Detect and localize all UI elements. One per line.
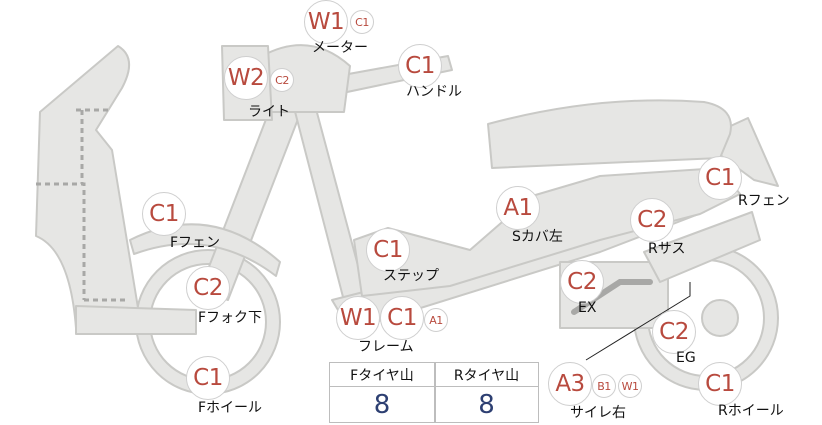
label-r-wheel: Rホイール	[718, 403, 784, 419]
leg-shield	[35, 45, 141, 329]
label-meter: メーター	[312, 40, 368, 56]
frame-tube	[291, 93, 373, 325]
front-tread-value[interactable]: 8	[373, 389, 391, 420]
code-frame-0: W1	[336, 296, 380, 340]
code-exhaust-0: C2	[560, 260, 604, 304]
code-engine-0: C2	[652, 310, 696, 354]
code-r-wheel-0: C1	[698, 362, 742, 406]
label-r-fender: Rフェン	[738, 193, 790, 209]
code-f-fender-0: C1	[142, 192, 186, 236]
seat	[487, 99, 732, 169]
label-f-fork-lower: Fフォク下	[198, 310, 263, 326]
seam-cowl-mid	[36, 182, 86, 300]
front-tread-header: Fタイヤ山	[330, 363, 434, 387]
label-light: ライト	[248, 104, 290, 120]
label-handle: ハンドル	[406, 84, 462, 100]
code-muffler-right-2: W1	[618, 374, 642, 398]
code-light-1: C2	[270, 68, 294, 92]
code-meter-0: W1	[304, 0, 348, 44]
muffler-leader-line	[585, 282, 691, 361]
tire-tread-table: Fタイヤ山 Rタイヤ山 8 8	[329, 362, 539, 423]
code-frame-1: C1	[380, 296, 424, 340]
label-s-cover-left: Sカバ左	[512, 229, 563, 245]
code-s-cover-left-0: A1	[496, 186, 540, 230]
code-frame-2: A1	[424, 308, 448, 332]
code-muffler-right-0: A3	[548, 362, 592, 406]
code-handle-0: C1	[398, 44, 442, 88]
label-exhaust: EX	[578, 300, 597, 316]
code-f-fork-lower-0: C2	[186, 266, 230, 310]
label-muffler-right: サイレ右	[570, 405, 626, 421]
code-f-wheel-0: C1	[186, 356, 230, 400]
code-muffler-right-1: B1	[592, 374, 616, 398]
code-r-fender-0: C1	[698, 156, 742, 200]
rear-hub	[701, 299, 739, 337]
code-meter-1: C1	[350, 10, 374, 34]
tread-divider	[434, 363, 436, 422]
label-step: ステップ	[383, 268, 439, 284]
meter-cowl	[261, 44, 351, 113]
floor-front	[75, 305, 197, 335]
label-f-fender: Fフェン	[170, 235, 221, 251]
label-frame: フレーム	[358, 339, 414, 355]
code-r-suspension-0: C2	[630, 198, 674, 242]
label-r-suspension: Rサス	[648, 241, 686, 257]
code-light-0: W2	[224, 56, 268, 100]
label-engine: EG	[676, 350, 696, 366]
rear-tread-value[interactable]: 8	[478, 389, 495, 420]
label-f-wheel: Fホイール	[198, 400, 263, 416]
rear-suspension	[643, 211, 761, 283]
rear-tread-header: Rタイヤ山	[435, 363, 538, 387]
code-step-0: C1	[366, 228, 410, 272]
